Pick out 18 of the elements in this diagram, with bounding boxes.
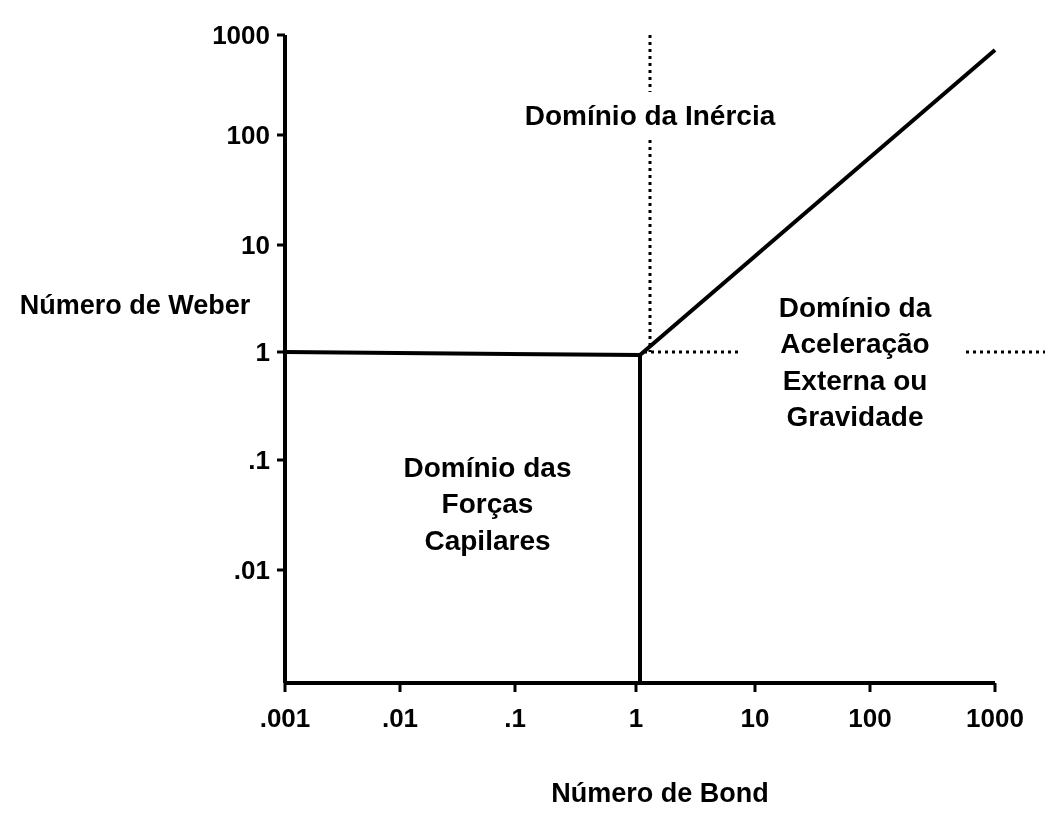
tick-label: 100 bbox=[847, 702, 893, 735]
tick-label: 1 bbox=[627, 702, 645, 735]
axis-title: Número de Bond bbox=[550, 777, 770, 810]
axis-title: Número de Weber bbox=[18, 289, 252, 322]
tick-label: .01 bbox=[380, 702, 420, 735]
region-label: Domínio das Forças Capilares bbox=[402, 451, 573, 558]
tick-label: .1 bbox=[503, 702, 527, 735]
tick-label: 10 bbox=[739, 702, 771, 735]
tick-label: .001 bbox=[258, 702, 312, 735]
tick-label: 1 bbox=[254, 336, 270, 369]
region-label: Domínio da Aceleração Externa ou Gravidade bbox=[777, 291, 933, 435]
tick-label: 1000 bbox=[965, 702, 1025, 735]
tick-label: .01 bbox=[232, 554, 270, 587]
tick-label: 1000 bbox=[211, 19, 270, 52]
region-label: Domínio da Inércia bbox=[523, 99, 777, 133]
tick-label: 100 bbox=[225, 119, 270, 152]
tick-label: 10 bbox=[240, 229, 270, 262]
tick-label: .1 bbox=[247, 444, 270, 477]
